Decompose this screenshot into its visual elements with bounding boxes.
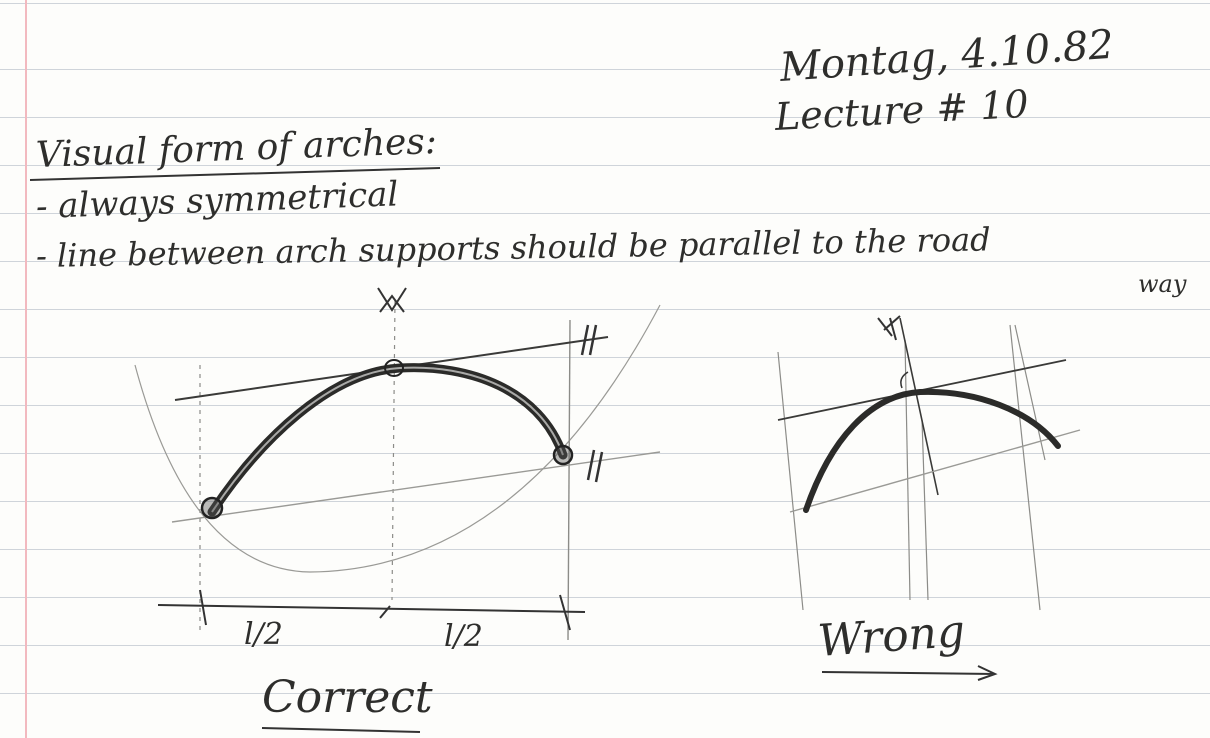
margin-line xyxy=(25,0,27,738)
wrong-label-arrow xyxy=(821,665,998,681)
span-dimension-line xyxy=(157,604,586,613)
support-chord-line xyxy=(171,451,661,523)
span-dimension-ticks xyxy=(199,589,571,631)
right-support-vertical xyxy=(567,319,571,641)
left-support-hinge xyxy=(200,496,224,520)
wrong-crown-angle-mark xyxy=(877,315,901,341)
half-span-right-label: l/2 xyxy=(444,619,483,654)
wrong-right-vertical-b xyxy=(1014,324,1046,461)
wrong-label: Wrong xyxy=(816,605,967,667)
construction-parabola xyxy=(134,304,661,573)
half-span-left-label: l/2 xyxy=(244,617,283,652)
wrong-arch-curve xyxy=(803,388,1061,513)
wrong-crown-vertical-a xyxy=(904,339,911,601)
heading-underline xyxy=(29,167,441,181)
parallel-mark-bottom xyxy=(586,449,604,483)
correct-arch-sketch xyxy=(134,287,661,641)
wrong-arch-sketch xyxy=(777,315,1081,681)
wrong-angle-arc xyxy=(900,371,909,389)
wrong-crown-vertical-b xyxy=(921,419,929,601)
crown-angle-mark xyxy=(377,287,407,313)
wrong-left-vertical xyxy=(777,351,804,611)
bullet-continuation-text: way xyxy=(1138,270,1187,298)
wrong-support-chord xyxy=(789,429,1081,513)
correct-arch-curve xyxy=(207,363,568,517)
crown-vertical xyxy=(391,299,396,601)
correct-label-underline xyxy=(261,727,421,733)
wrong-right-vertical xyxy=(1009,324,1041,611)
parallel-mark-top xyxy=(580,324,598,356)
crown-hinge xyxy=(384,359,404,377)
right-support-hinge xyxy=(552,444,574,466)
correct-arch-highlight xyxy=(211,366,564,513)
correct-label: Correct xyxy=(262,672,433,723)
wrong-crown-axis xyxy=(899,317,939,496)
